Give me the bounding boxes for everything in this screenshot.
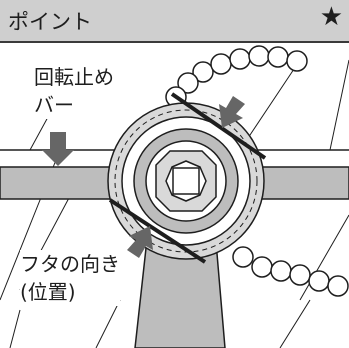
star-icon: ★ bbox=[319, 2, 343, 32]
callout-rotation-stop-bar: 回転止め バー bbox=[34, 63, 114, 119]
lid-line-lower bbox=[108, 198, 207, 264]
arrow-lower-icon bbox=[127, 226, 153, 258]
lid-line-upper bbox=[170, 92, 267, 160]
callout-lid-orientation-line2: (位置) bbox=[20, 280, 76, 304]
down-arrow-icon bbox=[42, 132, 74, 166]
arrow-upper-icon bbox=[219, 96, 245, 128]
callout-rotation-stop-bar-line1: 回転止め bbox=[34, 65, 114, 89]
callout-lid-orientation: フタの向き (位置) bbox=[20, 250, 120, 306]
callout-lid-orientation-line1: フタの向き bbox=[20, 252, 120, 276]
callout-rotation-stop-bar-line2: バー bbox=[34, 93, 74, 117]
arrows bbox=[42, 96, 245, 258]
ratchet-gear bbox=[107, 102, 265, 260]
header-title: ポイント bbox=[8, 10, 92, 34]
header-bar: ポイント ★ bbox=[0, 0, 349, 43]
bead-chain-lower bbox=[232, 246, 349, 297]
bead-chain-upper bbox=[165, 45, 308, 108]
